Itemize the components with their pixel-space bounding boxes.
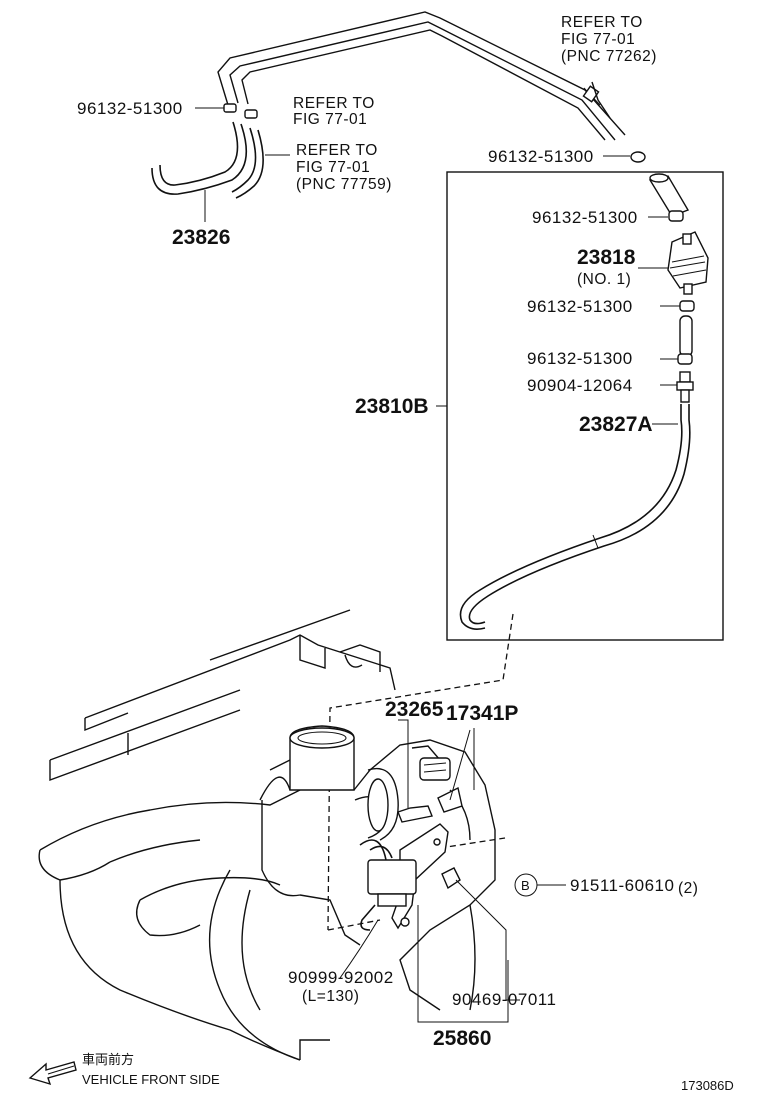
ref-top-line3: (PNC 77262)	[561, 48, 657, 65]
dashed-link-main	[327, 613, 514, 931]
label-clip-1: 96132-51300	[532, 208, 638, 227]
label-17341p: 17341P	[446, 702, 518, 725]
label-front-en: VEHICLE FRONT SIDE	[82, 1072, 220, 1087]
label-90904: 90904-12064	[527, 376, 633, 395]
engine-assembly	[38, 609, 496, 1061]
check-valve-90904	[676, 371, 694, 403]
ref-b-line3: (PNC 77759)	[296, 176, 392, 193]
label-clip-top: 96132-51300	[488, 147, 594, 166]
label-23818-note: (NO. 1)	[577, 271, 631, 288]
label-25860: 25860	[433, 1027, 491, 1050]
ref-mid-line1: REFER TO	[293, 95, 375, 112]
label-23826: 23826	[172, 226, 230, 249]
vapor-canister-23818	[667, 231, 709, 295]
label-23827a: 23827A	[579, 413, 653, 436]
label-91511: 91511-60610	[570, 876, 674, 895]
vehicle-front-arrow	[28, 1061, 77, 1086]
label-23265: 23265	[385, 698, 444, 721]
ref-top-line1: REFER TO	[561, 14, 643, 31]
ref-b-line2: FIG 77-01	[296, 159, 370, 176]
label-circle-b: B	[521, 878, 530, 893]
clip-left-pair	[223, 103, 258, 119]
label-91511-qty: (2)	[678, 880, 698, 897]
label-clip-3: 96132-51300	[527, 349, 633, 368]
figure-number: 173086D	[681, 1078, 734, 1093]
clip-2	[679, 300, 695, 312]
clip-90469	[441, 867, 461, 890]
label-23818: 23818	[577, 246, 636, 269]
ref-mid-line2: FIG 77-01	[293, 111, 367, 128]
label-90469: 90469-07011	[452, 990, 556, 1009]
hose-23826	[151, 121, 264, 222]
label-90999: 90999-92002	[288, 968, 394, 987]
clip-top	[630, 151, 646, 163]
label-front-jp: 車両前方	[82, 1052, 134, 1067]
fuel-vapor-pipes	[217, 11, 626, 141]
hose-23827a	[459, 404, 691, 630]
vsv-23265	[397, 805, 433, 823]
vsv-body	[367, 859, 417, 895]
clip-1	[668, 210, 684, 222]
label-23810b: 23810B	[355, 395, 429, 418]
ref-b-line1: REFER TO	[296, 142, 378, 159]
label-90999-length: (L=130)	[302, 988, 359, 1005]
label-clip-left: 96132-51300	[77, 99, 183, 118]
connector-pipe	[679, 315, 693, 357]
ref-top-line2: FIG 77-01	[561, 31, 635, 48]
clip-3	[677, 353, 693, 365]
label-clip-2: 96132-51300	[527, 297, 633, 316]
